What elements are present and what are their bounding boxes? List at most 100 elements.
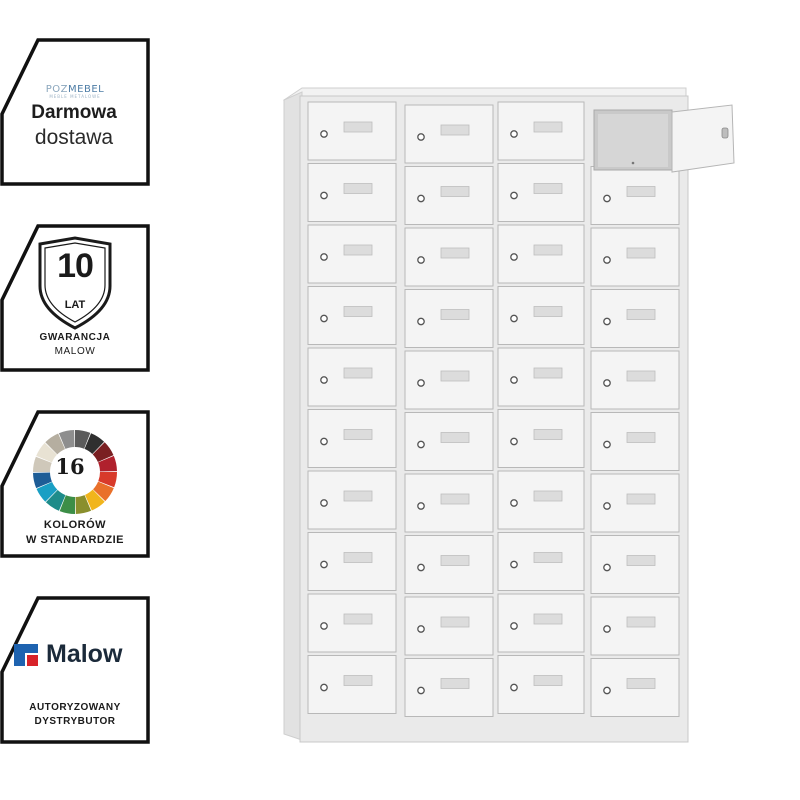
label-holder xyxy=(343,367,373,379)
label-holder xyxy=(343,490,373,502)
locker-door[interactable] xyxy=(497,286,585,345)
door-lock-icon xyxy=(721,127,729,139)
warranty-badge: 10 LAT GWARANCJA MALOW xyxy=(0,224,150,372)
locker-door[interactable] xyxy=(307,470,397,530)
lock-icon xyxy=(417,502,425,510)
lock-icon xyxy=(417,194,425,203)
label-holder xyxy=(440,124,470,136)
delivery-subtitle: dostawa xyxy=(34,126,114,149)
locker-door[interactable] xyxy=(590,412,680,471)
locker-door[interactable] xyxy=(497,655,585,714)
locker-door[interactable] xyxy=(307,224,397,284)
color-wheel-segment xyxy=(93,481,114,502)
label-holder xyxy=(533,613,563,625)
open-door-panel xyxy=(671,104,735,173)
color-wheel-segment xyxy=(85,489,105,511)
label-holder xyxy=(533,429,563,440)
lock-icon xyxy=(510,130,518,138)
lock-icon xyxy=(510,376,518,384)
lock-icon xyxy=(603,256,611,264)
locker-door[interactable] xyxy=(590,535,680,594)
lock-icon xyxy=(510,437,518,446)
locker-door[interactable] xyxy=(404,227,494,287)
locker-door[interactable] xyxy=(590,289,680,348)
lock-icon xyxy=(320,560,328,569)
locker-door[interactable] xyxy=(307,286,397,345)
warranty-years: 10 xyxy=(57,247,94,285)
label-holder xyxy=(343,183,373,194)
color-wheel-segment xyxy=(92,442,114,462)
locker-door[interactable] xyxy=(497,101,585,161)
label-holder xyxy=(440,370,470,382)
locker-door[interactable] xyxy=(404,350,494,410)
label-holder xyxy=(626,678,656,689)
locker-door[interactable] xyxy=(404,473,494,533)
locker-door[interactable] xyxy=(497,409,585,468)
locker-door[interactable] xyxy=(404,535,494,594)
locker-door[interactable] xyxy=(404,412,494,471)
label-holder xyxy=(533,306,563,317)
locker-door[interactable] xyxy=(404,289,494,348)
lock-icon xyxy=(603,502,611,510)
malow-brand: Malow xyxy=(46,640,123,668)
lock-icon xyxy=(603,379,611,387)
colors-subtitle: W STANDARDZIE xyxy=(26,534,124,546)
locker-door[interactable] xyxy=(497,593,585,653)
locker-door[interactable] xyxy=(307,101,397,161)
lock-icon xyxy=(417,133,425,141)
locker-door[interactable] xyxy=(307,655,397,714)
color-wheel-segment xyxy=(75,430,91,449)
locker-door[interactable] xyxy=(590,350,680,410)
label-holder xyxy=(440,555,470,566)
lock-icon xyxy=(510,560,518,569)
label-holder xyxy=(343,121,373,133)
shield-icon xyxy=(38,236,112,330)
label-holder xyxy=(440,678,470,689)
locker-door[interactable] xyxy=(404,104,494,164)
warranty-brand: MALOW xyxy=(54,346,96,357)
locker-door[interactable] xyxy=(307,593,397,653)
label-holder xyxy=(626,370,656,382)
locker-door[interactable] xyxy=(590,473,680,533)
cabinet-side xyxy=(283,91,303,741)
lock-icon xyxy=(320,253,328,261)
label-holder xyxy=(343,613,373,625)
locker-doors xyxy=(307,101,680,717)
distributor-subtitle: DYSTRYBUTOR xyxy=(34,716,116,727)
locker-door[interactable] xyxy=(307,347,397,407)
locker-door[interactable] xyxy=(497,224,585,284)
locker-door[interactable] xyxy=(590,658,680,717)
locker-door[interactable] xyxy=(404,596,494,656)
locker-door[interactable] xyxy=(404,166,494,225)
locker-door[interactable] xyxy=(590,227,680,287)
color-wheel-segment xyxy=(45,490,66,511)
lock-icon xyxy=(320,314,328,323)
locker-door[interactable] xyxy=(307,163,397,222)
locker-door[interactable] xyxy=(497,163,585,222)
label-holder xyxy=(533,675,563,686)
open-locker-back xyxy=(598,114,668,167)
locker-door[interactable] xyxy=(590,596,680,656)
lock-icon xyxy=(510,191,518,200)
locker-door[interactable] xyxy=(497,470,585,530)
label-holder xyxy=(626,555,656,566)
label-holder xyxy=(440,616,470,628)
label-holder xyxy=(343,675,373,686)
lock-icon xyxy=(603,440,611,449)
locker-door[interactable] xyxy=(404,658,494,717)
locker-door[interactable] xyxy=(307,532,397,591)
locker-door[interactable] xyxy=(590,166,680,225)
lock-icon xyxy=(510,499,518,507)
label-holder xyxy=(626,493,656,505)
locker-door[interactable] xyxy=(497,347,585,407)
lock-icon xyxy=(510,622,518,630)
warranty-title: GWARANCJA xyxy=(39,332,111,343)
lock-icon xyxy=(320,499,328,507)
label-holder xyxy=(440,247,470,259)
lock-icon xyxy=(417,686,425,695)
label-holder xyxy=(440,432,470,443)
lock-icon xyxy=(603,625,611,633)
locker-door[interactable] xyxy=(497,532,585,591)
locker-door[interactable] xyxy=(307,409,397,468)
